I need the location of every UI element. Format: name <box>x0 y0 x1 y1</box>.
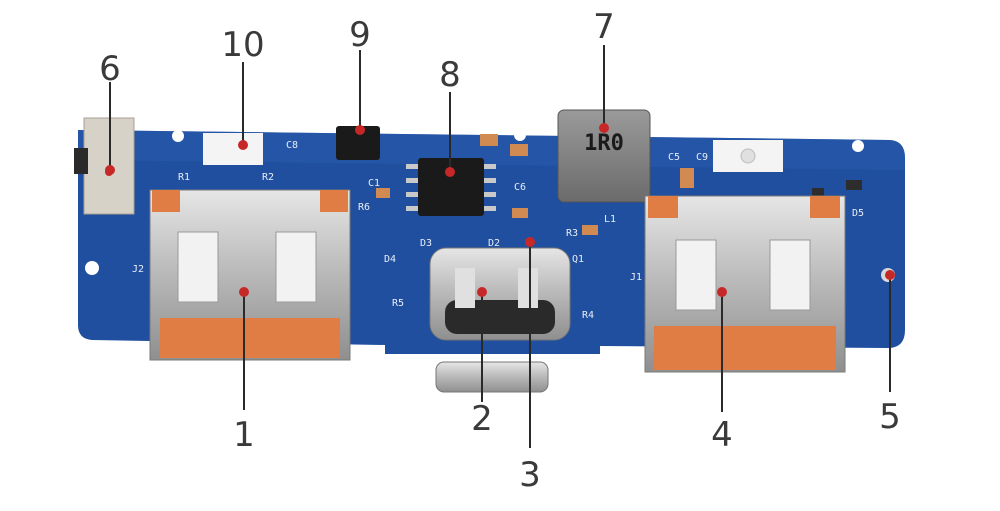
marker-9 <box>355 125 365 135</box>
chip-8-pins <box>406 164 496 211</box>
silk-r1: R1 <box>178 172 190 183</box>
silk-c5: C5 <box>668 152 680 163</box>
marker-10 <box>238 140 248 150</box>
callout-markers <box>105 123 895 297</box>
callout-3: 3 <box>519 455 541 495</box>
marker-2 <box>477 287 487 297</box>
silk-j2: J2 <box>132 264 144 275</box>
passive-components <box>376 134 862 235</box>
marker-7 <box>599 123 609 133</box>
callout-labels: 1 2 3 4 5 6 7 8 9 10 <box>99 7 901 495</box>
callout-2: 2 <box>471 399 493 439</box>
silk-c6: C6 <box>514 182 526 193</box>
silk-r5: R5 <box>392 298 404 309</box>
inductor: 1R0 <box>557 109 651 203</box>
callout-5: 5 <box>879 397 901 437</box>
silk-c1: C1 <box>368 178 380 189</box>
silkscreen-labels: J2 J1 L1 R1 R2 R3 R4 R5 R6 C1 C5 C6 C8 C… <box>132 140 864 321</box>
callout-6: 6 <box>99 49 121 89</box>
silk-d4: D4 <box>384 254 396 265</box>
usb-a-port-2 <box>644 195 846 373</box>
usb-a-port-1 <box>149 189 351 361</box>
silk-q1: Q1 <box>572 254 584 265</box>
silk-r4: R4 <box>582 310 594 321</box>
chip-8 <box>418 158 484 216</box>
silk-d5: D5 <box>852 208 864 219</box>
silk-d3: D3 <box>420 238 432 249</box>
silk-r3: R3 <box>566 228 578 239</box>
marker-1 <box>239 287 249 297</box>
silk-l1: L1 <box>604 214 616 225</box>
silk-j1: J1 <box>630 272 642 283</box>
inductor-marking: 1R0 <box>584 131 624 156</box>
callout-9: 9 <box>349 15 371 55</box>
silk-r6: R6 <box>358 202 370 213</box>
callout-8: 8 <box>439 55 461 95</box>
marker-3 <box>525 237 535 247</box>
chip-9 <box>336 126 380 160</box>
callout-4: 4 <box>711 415 733 455</box>
callout-7: 7 <box>593 7 615 47</box>
marker-5 <box>885 270 895 280</box>
marker-4 <box>717 287 727 297</box>
silk-r2: R2 <box>262 172 274 183</box>
callout-10: 10 <box>221 25 264 65</box>
usb-c-port <box>429 247 571 341</box>
callout-1: 1 <box>233 415 255 455</box>
micro-usb-port <box>435 361 549 393</box>
marker-6 <box>105 165 115 175</box>
callout-lines <box>109 45 891 448</box>
silk-c9: C9 <box>696 152 708 163</box>
marker-8 <box>445 167 455 177</box>
silk-d2: D2 <box>488 238 500 249</box>
silk-c8: C8 <box>286 140 298 151</box>
